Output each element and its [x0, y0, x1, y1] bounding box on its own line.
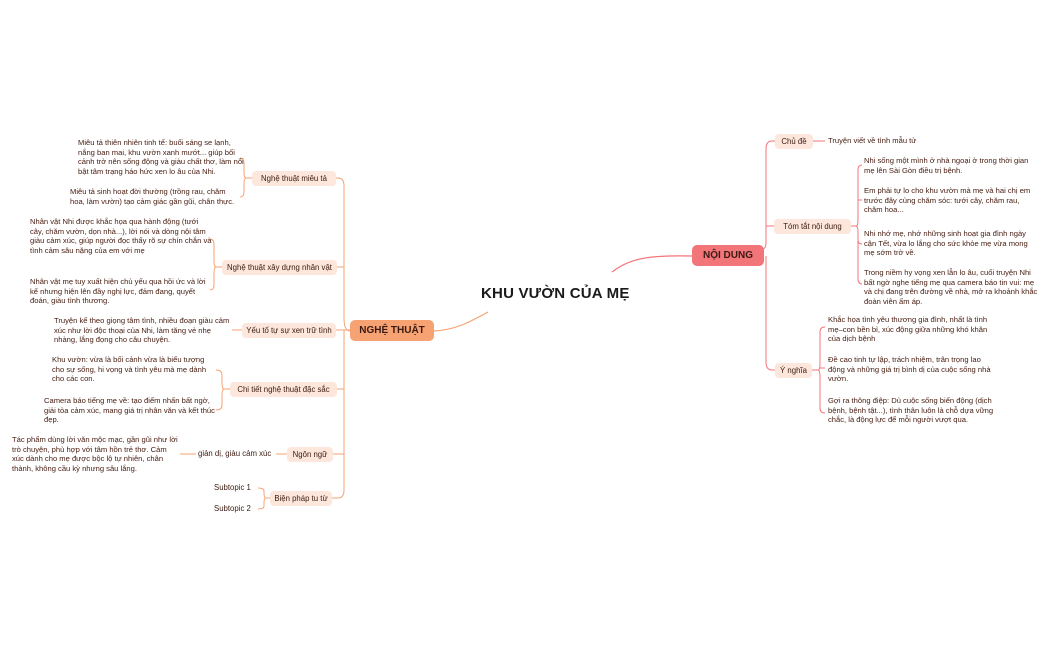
note-nhan-vat-2: Nhân vật mẹ tuy xuất hiện chủ yếu qua hồ… — [30, 277, 206, 306]
note-y-nghia-2: Đề cao tinh tự lập, trách nhiệm, trân tr… — [828, 355, 991, 384]
note-y-nghia-1: Khắc họa tình yêu thương gia đình, nhất … — [828, 315, 988, 344]
main-topic-noi-dung[interactable]: NỘI DUNG — [692, 245, 764, 266]
branch-chu-de[interactable]: Chủ đề — [775, 134, 813, 149]
note-chu-de-1: Truyện viết về tình mẫu tử — [828, 136, 917, 145]
note-tom-tat-2: Em phải tự lo cho khu vườn mà mẹ và hai … — [864, 186, 1031, 215]
note-tu-su-1: Truyện kể theo giọng tâm tình, nhiều đoạ… — [54, 316, 230, 345]
note-mieu-ta-1: Miêu tả thiên nhiên tinh tế: buổi sáng s… — [78, 138, 244, 176]
note-mieu-ta-2: Miêu tả sinh hoạt đời thường (trồng rau,… — [70, 187, 235, 206]
sub-ngon-ngu: giản dị, giàu cảm xúc — [198, 449, 272, 458]
branch-tu-su-tru-tinh[interactable]: Yếu tố tự sự xen trữ tình — [242, 323, 336, 338]
branch-bien-phap-tu-tu[interactable]: Biện pháp tu từ — [270, 491, 332, 506]
note-nhan-vat-1: Nhân vật Nhi được khắc họa qua hành động… — [30, 217, 212, 255]
note-chi-tiet-1: Khu vườn: vừa là bối cảnh vừa là biểu tư… — [52, 355, 207, 384]
note-y-nghia-3: Gợi ra thông điệp: Dù cuộc sống biến độn… — [828, 396, 994, 425]
note-tom-tat-3: Nhi nhớ mẹ, nhớ những sinh hoạt gia đình… — [864, 229, 1028, 258]
note-ngon-ngu-1: Tác phẩm dùng lời văn mộc mạc, gần gũi n… — [12, 435, 178, 473]
branch-xay-dung-nhan-vat[interactable]: Nghệ thuật xây dựng nhân vật — [222, 260, 337, 275]
main-topic-nghe-thuat[interactable]: NGHỆ THUẬT — [350, 320, 434, 341]
root-topic[interactable]: KHU VƯỜN CỦA MẸ — [481, 285, 630, 302]
branch-nghe-thuat-mieu-ta[interactable]: Nghệ thuật miêu tả — [252, 171, 336, 186]
branch-ngon-ngu[interactable]: Ngôn ngữ — [287, 447, 333, 462]
branch-y-nghia[interactable]: Ý nghĩa — [775, 363, 812, 378]
subtopic-2[interactable]: Subtopic 2 — [214, 504, 251, 513]
branch-tom-tat[interactable]: Tóm tắt nội dung — [774, 219, 851, 234]
note-tom-tat-4: Trong niềm hy vọng xen lẫn lo âu, cuối t… — [864, 268, 1038, 306]
note-tom-tat-1: Nhi sống một mình ở nhà ngoại ở trong th… — [864, 156, 1029, 175]
branch-chi-tiet-dac-sac[interactable]: Chi tiết nghệ thuật đặc sắc — [230, 382, 337, 397]
subtopic-1[interactable]: Subtopic 1 — [214, 483, 251, 492]
note-chi-tiet-2: Camera báo tiếng mẹ về: tạo điểm nhấn bấ… — [44, 396, 215, 425]
